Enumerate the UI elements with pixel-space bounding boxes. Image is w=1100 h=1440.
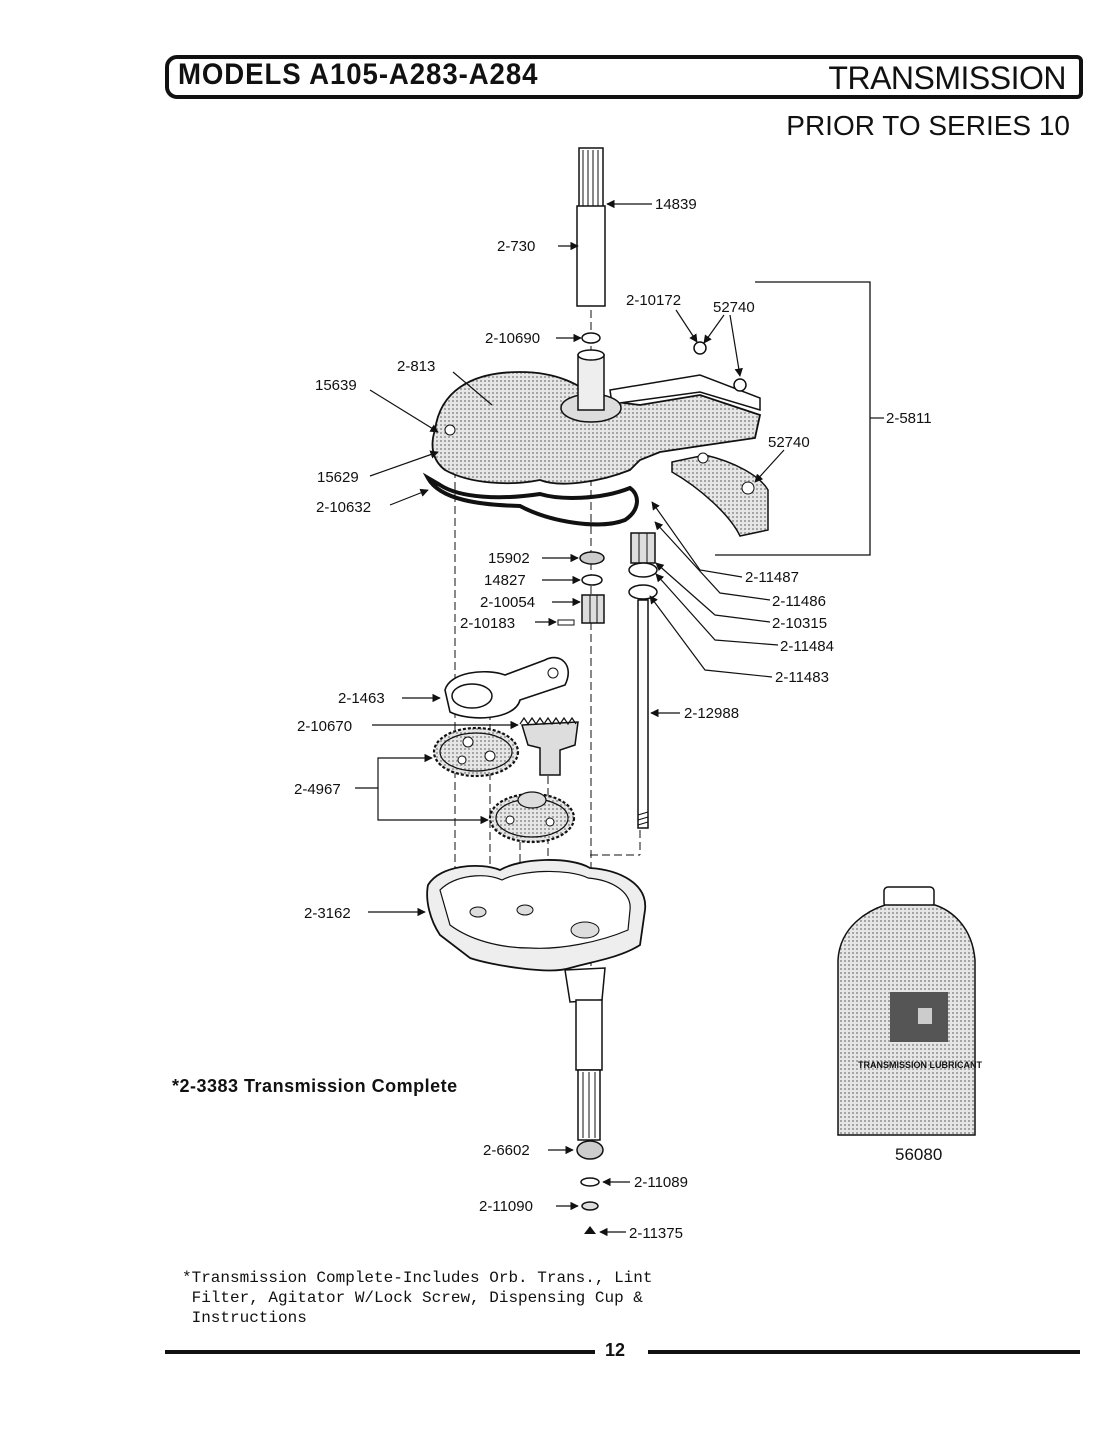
right-gear-stack xyxy=(628,532,658,829)
label-2-11487: 2-11487 xyxy=(745,569,799,586)
label-2-5811: 2-5811 xyxy=(886,410,932,427)
page-number: 12 xyxy=(605,1340,626,1360)
section-title: TRANSMISSION xyxy=(828,60,1066,96)
label-2-3162: 2-3162 xyxy=(304,905,351,922)
transmission-cover xyxy=(431,349,762,485)
label-2-813: 2-813 xyxy=(397,358,435,375)
label-2-11375: 2-11375 xyxy=(629,1225,683,1242)
label-2-11090: 2-11090 xyxy=(479,1198,533,1215)
washer-2-10690 xyxy=(581,332,601,344)
drive-lever xyxy=(444,656,569,719)
footer-rule-left xyxy=(165,1350,595,1354)
label-2-10670: 2-10670 xyxy=(297,718,352,735)
transmission-housing xyxy=(426,859,646,1141)
label-14827: 14827 xyxy=(484,572,526,589)
label-2-11484: 2-11484 xyxy=(780,638,834,655)
bottom-hardware xyxy=(576,1140,604,1234)
label-52740-top: 52740 xyxy=(713,299,755,316)
transmission-complete-note: *2-3383 Transmission Complete xyxy=(172,1076,458,1096)
models-title: MODELS A105-A283-A284 xyxy=(178,58,539,91)
lubricant-bottle: TRANSMISSION LUBRICANT xyxy=(837,886,982,1136)
footnote: *Transmission Complete-Includes Orb. Tra… xyxy=(182,1269,653,1327)
label-2-1463: 2-1463 xyxy=(338,690,385,707)
label-15629: 15629 xyxy=(317,469,359,486)
label-2-730: 2-730 xyxy=(497,238,535,255)
label-2-10690: 2-10690 xyxy=(485,330,540,347)
leader-lines xyxy=(355,199,884,1237)
label-2-11486: 2-11486 xyxy=(772,593,826,610)
callout-labels: 14839 2-730 2-10172 52740 2-10690 2-813 … xyxy=(294,196,932,1242)
header-frame xyxy=(165,55,1083,99)
label-2-10632: 2-10632 xyxy=(316,499,371,516)
label-15639: 15639 xyxy=(315,377,357,394)
subtitle: PRIOR TO SERIES 10 xyxy=(786,110,1070,141)
label-2-4967: 2-4967 xyxy=(294,781,341,798)
gear-lower xyxy=(488,791,576,844)
label-14839: 14839 xyxy=(655,196,697,213)
label-56080: 56080 xyxy=(895,1145,943,1164)
gear-upper xyxy=(432,726,520,778)
label-15902: 15902 xyxy=(488,550,530,567)
label-2-10183: 2-10183 xyxy=(460,615,515,632)
label-2-10315: 2-10315 xyxy=(772,615,827,632)
label-2-10054: 2-10054 xyxy=(480,594,535,611)
counterweight xyxy=(671,452,769,537)
main-shaft xyxy=(576,147,606,307)
label-2-12988: 2-12988 xyxy=(684,705,739,722)
label-2-11483: 2-11483 xyxy=(775,669,829,686)
label-52740-bottom: 52740 xyxy=(768,434,810,451)
label-2-10172: 2-10172 xyxy=(626,292,681,309)
footer-rule-right xyxy=(648,1350,1080,1354)
label-2-6602: 2-6602 xyxy=(483,1142,530,1159)
bracket-nuts xyxy=(693,341,747,392)
left-gear-stack xyxy=(557,551,605,626)
gear-segment xyxy=(519,716,579,776)
gasket xyxy=(422,472,639,527)
label-2-11089: 2-11089 xyxy=(634,1174,688,1191)
bottle-label-text: TRANSMISSION LUBRICANT xyxy=(858,1060,982,1070)
